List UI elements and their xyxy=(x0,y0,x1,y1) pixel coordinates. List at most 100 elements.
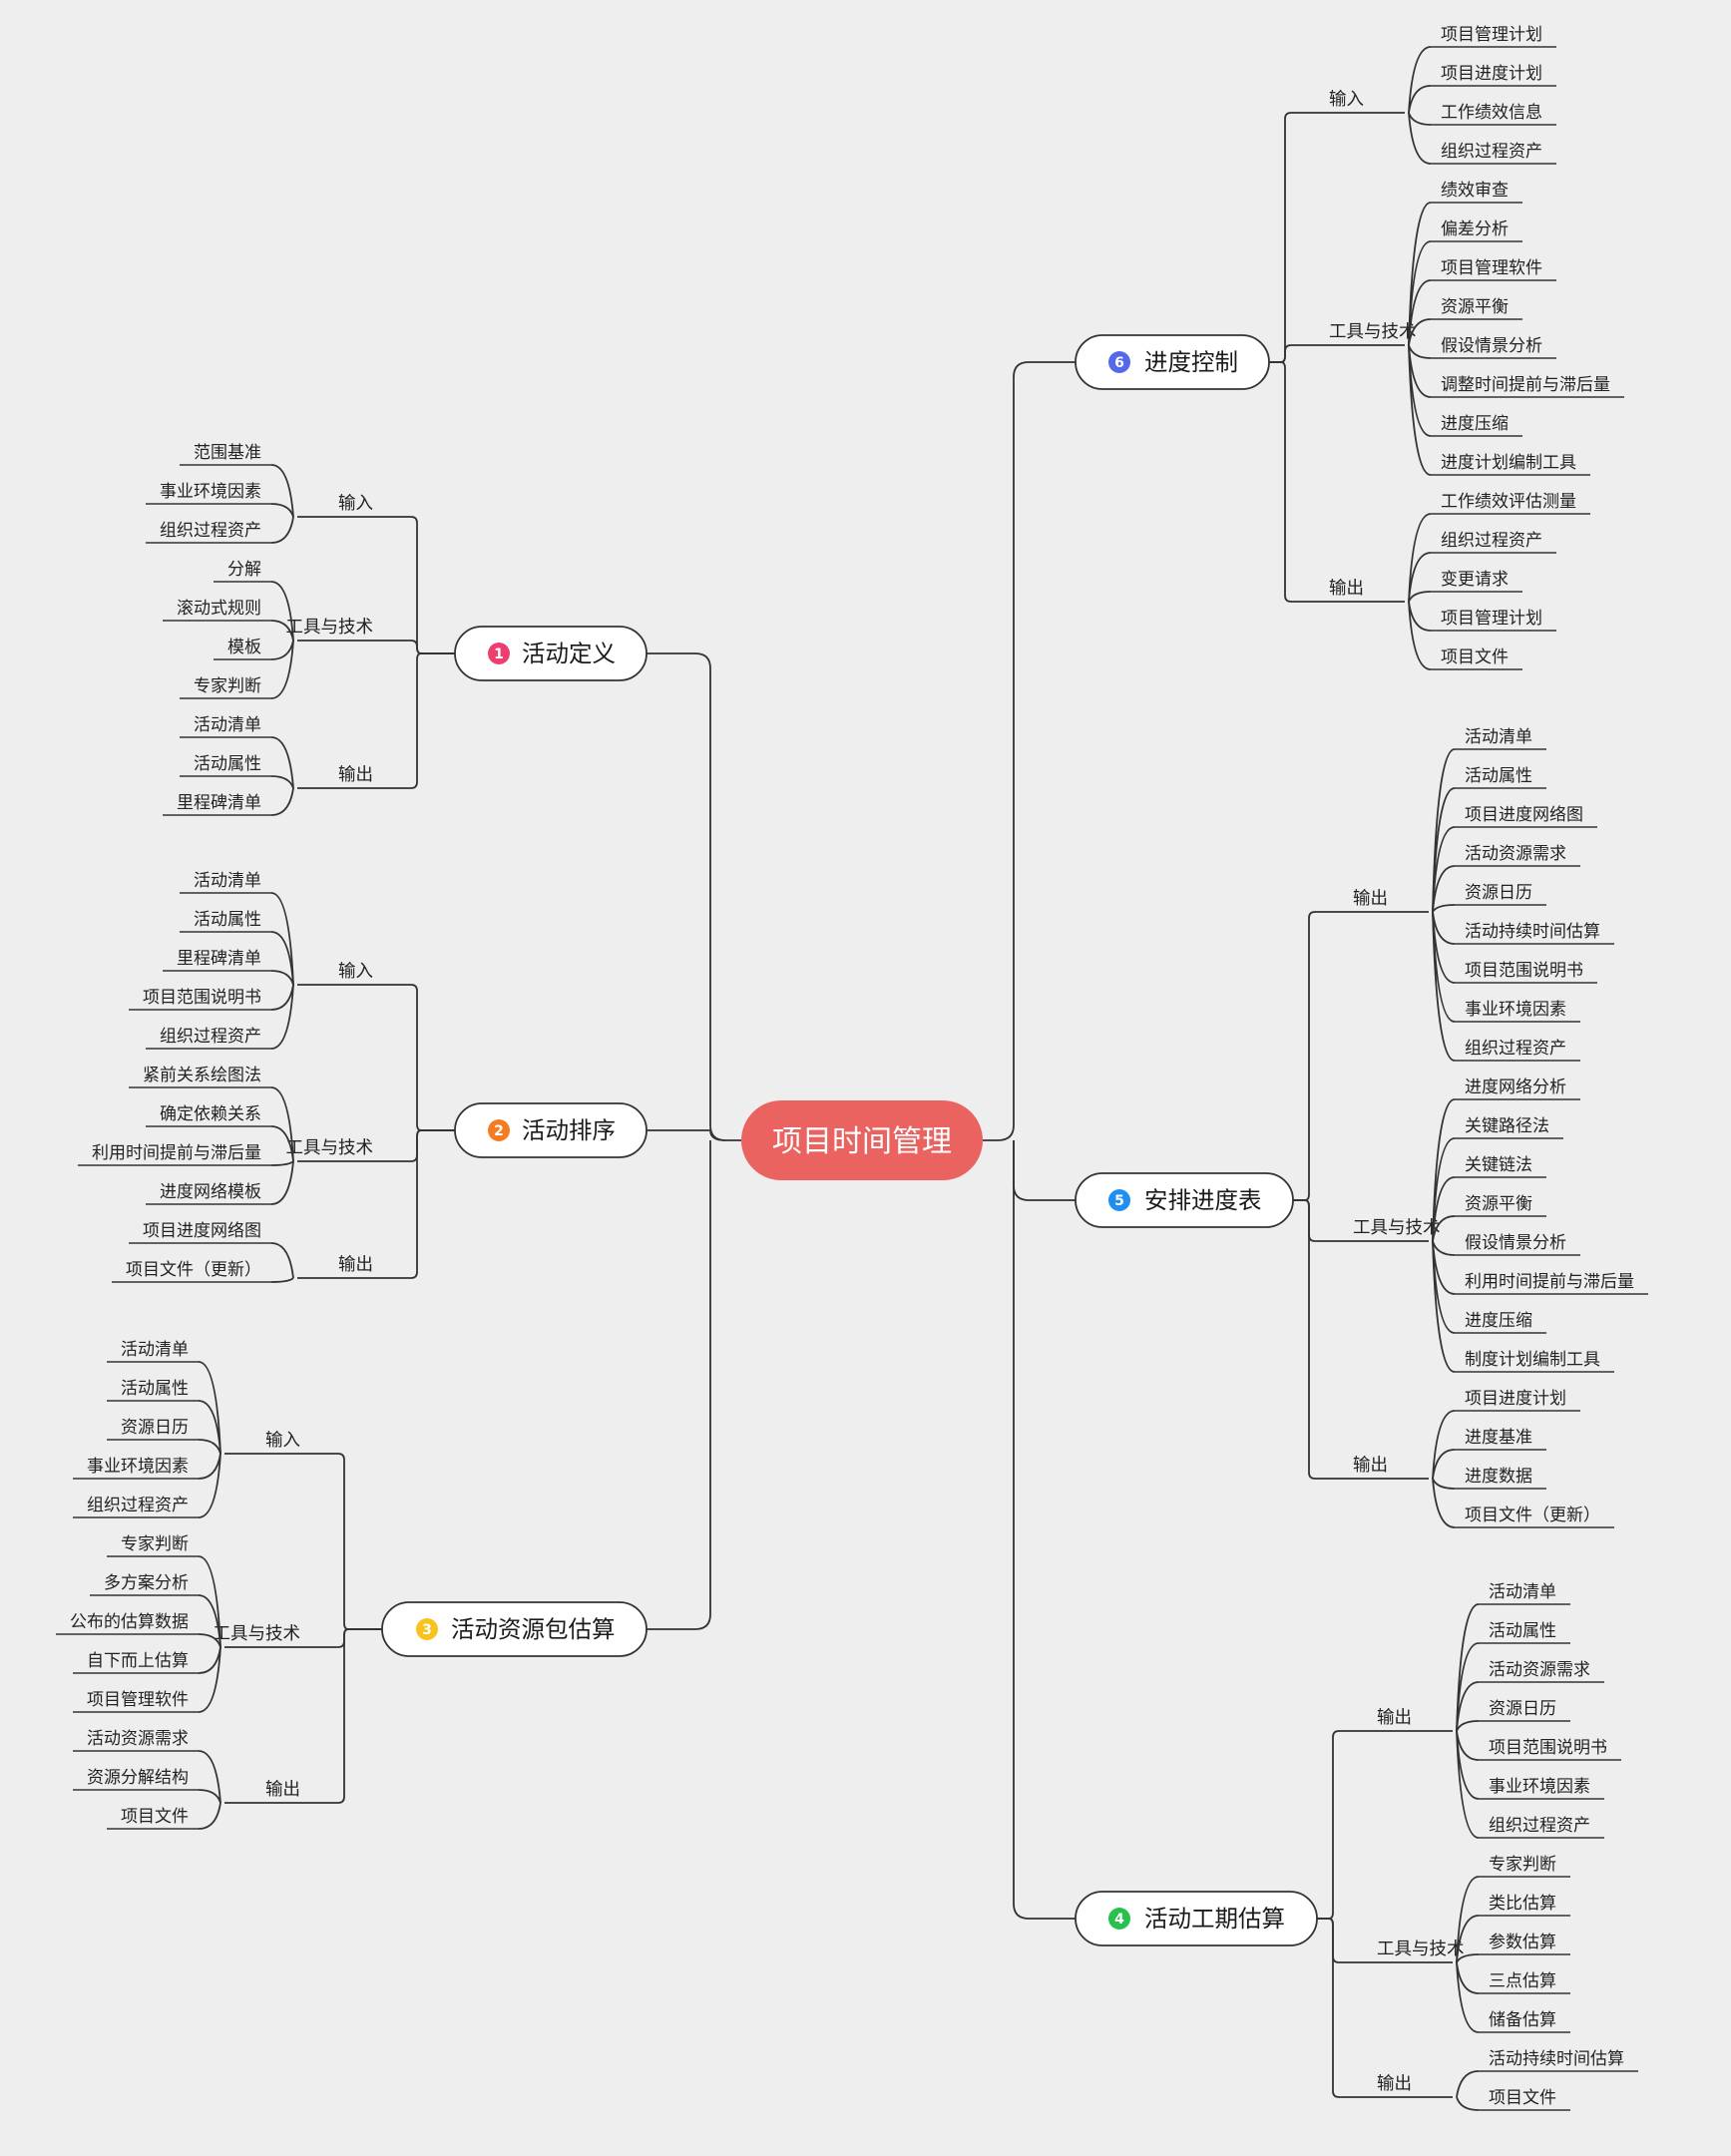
leaf-connector xyxy=(198,1453,221,1518)
leaf-connector xyxy=(1408,601,1432,670)
leaf-connector xyxy=(198,1361,221,1455)
group-label: 输出 xyxy=(1377,2074,1412,2094)
leaf-connector xyxy=(198,1633,221,1648)
leaf-label: 进度网络模板 xyxy=(160,1182,261,1202)
leaf-connector xyxy=(270,1160,294,1205)
leaf-label: 活动清单 xyxy=(194,715,261,735)
group-connector xyxy=(1317,1918,1453,2098)
center-topic-label: 项目时间管理 xyxy=(772,1124,952,1159)
branch-5-2[interactable]: 工具与技术进度网络分析关键路径法关键链法资源平衡假设情景分析利用时间提前与滞后量… xyxy=(1293,1078,1648,1373)
main-connectors xyxy=(647,361,1076,1920)
leaf-connector xyxy=(1456,1961,1480,1994)
group-connector xyxy=(297,640,455,654)
leaf-label: 资源日历 xyxy=(1465,883,1532,903)
group-connector xyxy=(224,1453,382,1630)
group-label: 输出 xyxy=(338,765,373,785)
leaf-connector xyxy=(1456,2070,1480,2098)
leaf-connector xyxy=(1456,1953,1480,1963)
leaf-label: 活动属性 xyxy=(194,754,261,774)
leaf-connector xyxy=(1456,1730,1480,1761)
leaf-label: 专家判断 xyxy=(1489,1855,1556,1875)
leaf-label: 滚动式规则 xyxy=(177,599,261,619)
topic-2-branches: 输入活动清单活动属性里程碑清单项目范围说明书组织过程资产工具与技术紧前关系绘图法… xyxy=(78,871,455,1283)
topic-3-branches: 输入活动清单活动属性资源日历事业环境因素组织过程资产工具与技术专家判断多方案分析… xyxy=(56,1340,382,1830)
group-label: 工具与技术 xyxy=(286,1138,374,1158)
leaf-connector xyxy=(198,1789,221,1804)
topic-2[interactable]: 2 活动排序 xyxy=(454,1102,648,1158)
leaf-label: 三点估算 xyxy=(1489,1971,1556,1991)
leaf-label: 组织过程资产 xyxy=(1441,531,1542,551)
branch-5-1[interactable]: 输出活动清单活动属性项目进度网络图活动资源需求资源日历活动持续时间估算项目范围说… xyxy=(1293,727,1614,1201)
leaf-connector xyxy=(1432,1215,1456,1242)
leaf-label: 项目管理软件 xyxy=(87,1690,189,1710)
leaf-label: 确定依赖关系 xyxy=(160,1104,261,1124)
topic-4[interactable]: 4 活动工期估算 xyxy=(1075,1891,1318,1946)
branch-6-2[interactable]: 工具与技术绩效审查偏差分析项目管理软件资源平衡假设情景分析调整时间提前与滞后量进… xyxy=(1269,181,1624,476)
leaf-connector xyxy=(1456,1642,1480,1732)
leaf-label: 活动持续时间估算 xyxy=(1465,922,1600,942)
leaf-connector xyxy=(198,1646,221,1674)
leaf-connector xyxy=(1408,112,1432,126)
badge-4-number: 4 xyxy=(1114,1912,1124,1928)
leaf-connector xyxy=(270,640,294,699)
leaf-label: 利用时间提前与滞后量 xyxy=(1465,1272,1634,1292)
group-label: 输入 xyxy=(1329,90,1364,110)
leaf-connector xyxy=(1432,1240,1456,1256)
leaf-label: 项目文件 xyxy=(1489,2088,1556,2108)
topic-1[interactable]: 1 活动定义 xyxy=(454,626,648,681)
leaf-label: 关键路径法 xyxy=(1465,1116,1549,1136)
group-connector xyxy=(1293,1199,1429,1480)
group-connector xyxy=(1269,361,1405,603)
leaf-connector xyxy=(270,503,294,518)
badge-6-number: 6 xyxy=(1114,355,1124,371)
group-label: 输入 xyxy=(338,494,373,514)
topic-6[interactable]: 6 进度控制 xyxy=(1075,334,1270,390)
leaf-connector xyxy=(198,1646,221,1713)
leaf-label: 专家判断 xyxy=(194,676,261,696)
leaf-connector xyxy=(270,787,294,816)
leaf-connector xyxy=(1408,513,1432,603)
branch-layer: 输入范围基准事业环境因素组织过程资产工具与技术分解滚动式规则模板专家判断输出活动… xyxy=(56,25,1648,2111)
group-label: 输出 xyxy=(1353,889,1388,909)
leaf-label: 类比估算 xyxy=(1489,1894,1556,1914)
topic-3[interactable]: 3 活动资源包估算 xyxy=(381,1601,648,1657)
leaf-connector xyxy=(1432,904,1456,913)
leaf-label: 进度计划编制工具 xyxy=(1441,453,1576,473)
leaf-label: 进度压缩 xyxy=(1465,1311,1532,1331)
leaf-label: 项目进度计划 xyxy=(1441,64,1542,84)
topic-5[interactable]: 5 安排进度表 xyxy=(1075,1172,1294,1228)
leaf-label: 项目文件 xyxy=(121,1807,189,1827)
leaf-label: 事业环境因素 xyxy=(87,1457,189,1477)
leaf-label: 进度基准 xyxy=(1465,1428,1532,1448)
leaf-connector xyxy=(1432,865,1456,913)
group-connector xyxy=(1317,1730,1453,1920)
topic-5-label: 安排进度表 xyxy=(1144,1186,1262,1214)
leaf-label: 关键链法 xyxy=(1465,1155,1532,1175)
leaf-label: 组织过程资产 xyxy=(1489,1816,1590,1836)
leaf-label: 模板 xyxy=(227,638,261,657)
leaf-connector xyxy=(270,775,294,789)
group-label: 输出 xyxy=(1353,1456,1388,1476)
badge-5-number: 5 xyxy=(1114,1193,1124,1209)
leaf-label: 资源分解结构 xyxy=(87,1768,189,1788)
topic-6-branches: 输入项目管理计划项目进度计划工作绩效信息组织过程资产工具与技术绩效审查偏差分析项… xyxy=(1269,25,1624,670)
center-topic[interactable]: 项目时间管理 xyxy=(741,1100,983,1180)
leaf-label: 专家判断 xyxy=(121,1534,189,1554)
leaf-label: 组织过程资产 xyxy=(87,1496,189,1515)
